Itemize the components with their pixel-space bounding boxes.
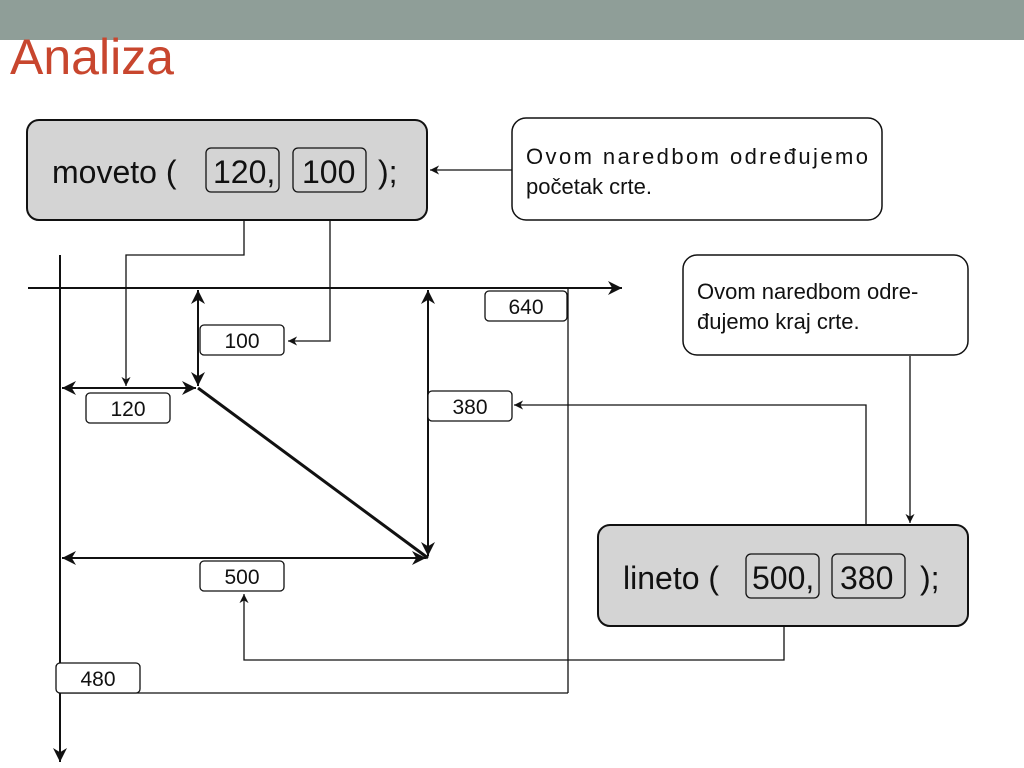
label-end-y-text: 380 bbox=[452, 396, 487, 419]
note-end: Ovom naredbom odre- đujemo kraj crte. bbox=[682, 254, 969, 356]
connector-moveto-x bbox=[121, 192, 245, 386]
connector-lineto-x bbox=[239, 594, 785, 661]
moveto-x-value: 120, bbox=[213, 154, 275, 190]
lineto-box: lineto ( 500, 380 ); bbox=[597, 524, 969, 627]
lineto-end: ); bbox=[920, 560, 940, 596]
label-640-text: 640 bbox=[508, 296, 543, 319]
label-480: 480 bbox=[55, 662, 141, 694]
connector-moveto-y bbox=[288, 192, 331, 346]
moveto-func: moveto ( bbox=[52, 154, 177, 190]
note-start-line2: početak crte. bbox=[526, 174, 652, 199]
moveto-y-box bbox=[292, 147, 367, 193]
note-end-line2: đujemo kraj crte. bbox=[697, 309, 860, 334]
lineto-func: lineto ( bbox=[623, 560, 719, 596]
label-start-y: 100 bbox=[199, 324, 285, 356]
drawn-line bbox=[197, 386, 429, 560]
label-end-y: 380 bbox=[427, 390, 513, 422]
note-start-line1: Ovom naredbom određujemo bbox=[526, 144, 868, 169]
connector-lineto-y bbox=[514, 400, 867, 552]
moveto-x-box bbox=[205, 147, 280, 193]
moveto-box: moveto ( 120, 100 ); bbox=[26, 119, 428, 221]
slide-title: Analiza bbox=[10, 29, 174, 85]
label-start-x-text: 120 bbox=[110, 398, 145, 421]
label-start-x: 120 bbox=[85, 392, 171, 424]
note-end-line1: Ovom naredbom odre- bbox=[697, 279, 918, 304]
lineto-y-box bbox=[831, 553, 906, 599]
top-bar bbox=[0, 0, 1024, 40]
lineto-y-value: 380 bbox=[840, 560, 893, 596]
lineto-x-value: 500, bbox=[752, 560, 814, 596]
label-end-x: 500 bbox=[199, 560, 285, 592]
note-start: Ovom naredbom određujemo početak crte. bbox=[511, 117, 883, 221]
label-end-x-text: 500 bbox=[224, 566, 259, 589]
moveto-y-value: 100 bbox=[302, 154, 355, 190]
label-480-text: 480 bbox=[80, 668, 115, 691]
lineto-x-box bbox=[745, 553, 820, 599]
label-640: 640 bbox=[484, 290, 568, 322]
moveto-end: ); bbox=[378, 154, 398, 190]
label-start-y-text: 100 bbox=[224, 330, 259, 353]
